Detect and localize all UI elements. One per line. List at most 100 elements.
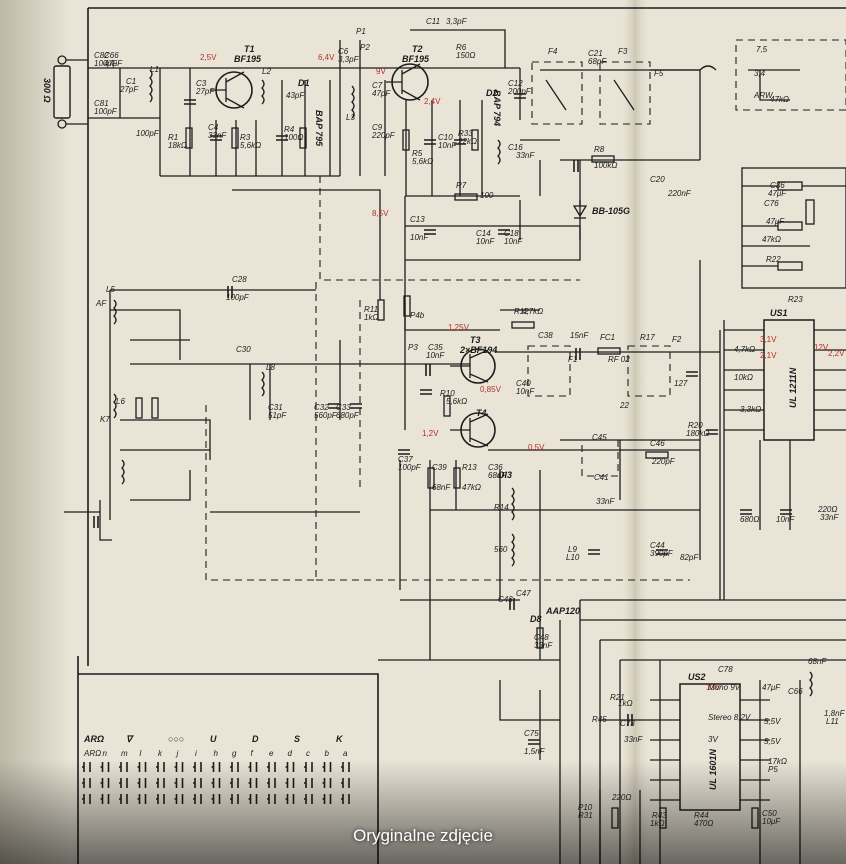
resistor-network bbox=[741, 167, 846, 289]
voltage-label-7: 1,2V bbox=[422, 429, 439, 438]
component-label-22: R4 bbox=[284, 125, 295, 134]
component-label-92: 22 bbox=[619, 401, 629, 410]
switch-header-0: ARΩ bbox=[83, 734, 104, 744]
component-label-97: C40 bbox=[516, 379, 531, 388]
component-label-8: 27pF bbox=[195, 87, 215, 96]
component-label-87: 15nF bbox=[570, 331, 589, 340]
component-label-3: 100pF bbox=[94, 107, 118, 116]
transistor-type-t3: 2×BF194 bbox=[459, 345, 497, 355]
component-label-36: 3,3pF bbox=[446, 17, 468, 26]
component-label-0: C82 bbox=[94, 51, 109, 60]
component-label-136: 3,3kΩ bbox=[740, 405, 761, 414]
component-label-91: R17 bbox=[640, 333, 655, 342]
component-label-77: 1kΩ bbox=[364, 313, 379, 322]
voltage-label-0: 2,5V bbox=[200, 53, 217, 62]
component-label-117: C43 bbox=[498, 595, 513, 604]
component-label-144: C78 bbox=[718, 665, 733, 674]
component-label-82: C35 bbox=[428, 343, 443, 352]
voltage-label-12: 3,1V bbox=[760, 335, 777, 344]
component-label-18: C6 bbox=[338, 47, 349, 56]
component-label-29: C10 bbox=[438, 133, 453, 142]
component-label-114: 180kΩ bbox=[686, 429, 709, 438]
component-label-41: F5 bbox=[654, 69, 664, 78]
voltage-label-2: 9V bbox=[376, 67, 386, 76]
arw-block bbox=[735, 39, 846, 111]
component-label-32: 150Ω bbox=[456, 51, 475, 60]
component-label-123: C75 bbox=[524, 729, 539, 738]
component-label-169: 47μF bbox=[104, 59, 123, 68]
component-label-148: R31 bbox=[578, 811, 593, 820]
component-label-119: C48 bbox=[534, 633, 549, 642]
component-label-6: L1 bbox=[150, 65, 159, 74]
ic-type-us1: UL 1211N bbox=[788, 367, 798, 408]
component-label-79: 4,7kΩ bbox=[522, 307, 543, 316]
component-label-140: 33nF bbox=[820, 513, 839, 522]
switch-label-9: f bbox=[251, 749, 254, 758]
component-label-85: 68nF bbox=[488, 471, 507, 480]
component-label-160: Stereo 8,2V bbox=[708, 713, 751, 722]
component-label-157: 17kΩ bbox=[768, 757, 787, 766]
component-label-75: 680pF bbox=[336, 411, 360, 420]
component-label-44: C16 bbox=[508, 143, 523, 152]
component-label-133: R23 bbox=[788, 295, 803, 304]
transistor-t2 bbox=[386, 63, 429, 101]
component-label-93: F2 bbox=[672, 335, 682, 344]
diode-label-7: DI3 bbox=[498, 470, 512, 480]
component-label-80: R10 bbox=[440, 389, 455, 398]
diode-label-1: D2 bbox=[486, 88, 498, 98]
diode-label-5: D8 bbox=[530, 614, 542, 624]
component-label-98: 10nF bbox=[516, 387, 535, 396]
diode-label-6: AAP120 bbox=[545, 606, 580, 616]
component-label-47: 100kΩ bbox=[594, 161, 617, 170]
component-label-163: 5,5V bbox=[764, 737, 781, 746]
transistor-t1 bbox=[210, 71, 253, 109]
component-label-69: L8 bbox=[266, 363, 275, 372]
transistor-ref-t1: T1 bbox=[244, 44, 255, 54]
transistor-type-t2: BF195 bbox=[402, 54, 430, 64]
component-label-168: C66 bbox=[104, 51, 119, 60]
component-label-111: C46 bbox=[650, 439, 665, 448]
voltage-label-5: 1,25V bbox=[448, 323, 470, 332]
photo-vignette bbox=[0, 760, 846, 864]
component-label-2: C81 bbox=[94, 99, 109, 108]
switch-header-6: K bbox=[336, 734, 344, 744]
component-label-165: 3,4 bbox=[754, 69, 766, 78]
component-label-96: 100pF bbox=[398, 463, 422, 472]
component-label-57: 220nF bbox=[667, 189, 692, 198]
component-label-126: 33nF bbox=[624, 735, 643, 744]
component-label-164: 7,5 bbox=[756, 45, 768, 54]
component-label-90: RF 02 bbox=[608, 355, 630, 364]
component-label-143: 68nF bbox=[808, 657, 827, 666]
component-label-103: R14 bbox=[494, 503, 509, 512]
component-label-34: 22kΩ bbox=[457, 137, 477, 146]
switch-header-1: ∇ bbox=[126, 734, 135, 744]
component-label-94: 127 bbox=[674, 379, 688, 388]
component-label-84: C36 bbox=[488, 463, 503, 472]
component-label-107: C41 bbox=[594, 473, 609, 482]
component-label-39: F4 bbox=[548, 47, 558, 56]
transistor-ref-t4: T4 bbox=[476, 408, 487, 418]
component-label-166: ARW bbox=[753, 91, 774, 100]
switch-label-5: j bbox=[176, 749, 179, 758]
component-label-61: P4b bbox=[410, 311, 425, 320]
voltage-label-4: 8,5V bbox=[372, 209, 389, 218]
transistor-t3 bbox=[450, 348, 496, 384]
component-label-11: 18kΩ bbox=[168, 141, 187, 150]
switch-label-2: m bbox=[121, 749, 128, 758]
component-label-76: R11 bbox=[364, 305, 378, 314]
component-label-124: 1,5nF bbox=[524, 747, 546, 756]
component-label-4: C1 bbox=[126, 77, 136, 86]
component-label-37: C12 bbox=[508, 79, 523, 88]
component-label-20: C7 bbox=[372, 81, 383, 90]
component-label-156: R45 bbox=[592, 715, 607, 724]
component-label-58: P1 bbox=[356, 27, 366, 36]
component-label-55: 10nF bbox=[504, 237, 523, 246]
component-label-62: L5 bbox=[106, 285, 115, 294]
component-label-49: 100 bbox=[480, 191, 494, 200]
component-label-138: 10nF bbox=[776, 515, 795, 524]
switch-label-14: a bbox=[343, 749, 348, 758]
component-label-116: 82pF bbox=[680, 553, 699, 562]
component-label-10: R1 bbox=[168, 133, 178, 142]
voltage-label-1: 6,4V bbox=[318, 53, 335, 62]
component-label-25: C9 bbox=[372, 123, 383, 132]
